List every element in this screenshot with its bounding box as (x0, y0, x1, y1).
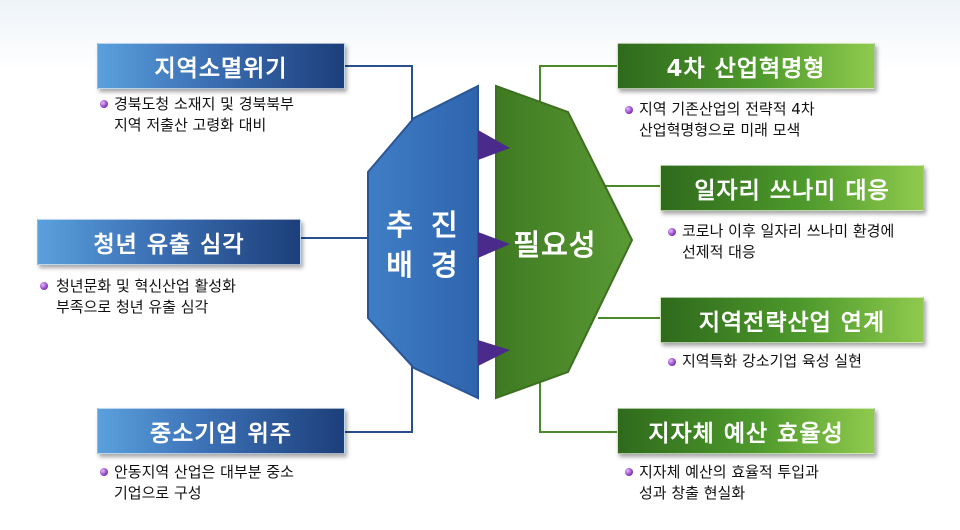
right-desc-3: 지역특화 강소기업 육성 실현 (682, 351, 862, 372)
background-hexagon (367, 84, 479, 400)
right-box-3: 지역전략산업 연계 (660, 297, 924, 343)
right-desc-4-line1: 지자체 예산의 효율적 투입과 (639, 463, 819, 481)
left-box-1: 지역소멸위기 (97, 43, 345, 89)
left-desc-2: 청년문화 및 혁신산업 활성화 부족으로 청년 유출 심각 (56, 276, 236, 318)
right-desc-1-line2: 산업혁명형으로 미래 모색 (639, 121, 801, 139)
left-desc-2-line1: 청년문화 및 혁신산업 활성화 (56, 277, 236, 295)
bullet-left-1 (100, 100, 108, 108)
left-desc-1-line2: 지역 저출산 고령화 대비 (114, 116, 267, 134)
left-desc-1: 경북도청 소재지 및 경북북부 지역 저출산 고령화 대비 (114, 94, 294, 136)
purple-triangle-1 (478, 130, 510, 160)
right-box-2: 일자리 쓰나미 대응 (660, 165, 924, 211)
purple-triangle-3 (478, 340, 510, 366)
right-desc-2-line2: 선제적 대응 (682, 243, 756, 261)
left-desc-3-line2: 기업으로 구성 (114, 484, 202, 502)
left-desc-3: 안동지역 산업은 대부분 중소 기업으로 구성 (114, 462, 294, 504)
connector-right-4 (539, 365, 620, 433)
right-desc-2: 코로나 이후 일자리 쓰나미 환경에 선제적 대응 (682, 221, 894, 263)
right-box-1: 4차 산업혁명형 (617, 43, 875, 89)
background-label-line2: 배 경 (386, 248, 462, 282)
bullet-left-3 (100, 468, 108, 476)
purple-triangle-2 (478, 232, 510, 258)
background-label: 추 진 배 경 (372, 205, 476, 285)
right-desc-4-line2: 성과 창출 현실화 (639, 484, 746, 502)
bullet-right-2 (668, 228, 676, 236)
necessity-label: 필요성 (513, 228, 597, 262)
bullet-right-4 (625, 468, 633, 476)
left-desc-3-line1: 안동지역 산업은 대부분 중소 (114, 463, 294, 481)
left-desc-2-line2: 부족으로 청년 유출 심각 (56, 298, 209, 316)
bullet-right-3 (668, 358, 676, 366)
right-desc-1: 지역 기존산업의 전략적 4차 산업혁명형으로 미래 모색 (639, 99, 815, 141)
right-desc-2-line1: 코로나 이후 일자리 쓰나미 환경에 (682, 222, 895, 240)
background-label-line1: 추 진 (386, 208, 462, 242)
bullet-left-2 (40, 282, 48, 290)
right-box-4: 지자체 예산 효율성 (617, 408, 875, 454)
left-box-3: 중소기업 위주 (97, 408, 345, 454)
connector-left-3 (345, 352, 413, 433)
right-desc-4: 지자체 예산의 효율적 투입과 성과 창출 현실화 (639, 462, 819, 504)
left-desc-1-line1: 경북도청 소재지 및 경북북부 (114, 95, 294, 113)
bullet-right-1 (625, 106, 633, 114)
left-box-2: 청년 유출 심각 (37, 219, 301, 265)
right-desc-3-line1: 지역특화 강소기업 육성 실현 (682, 352, 862, 370)
right-desc-1-line1: 지역 기존산업의 전략적 4차 (639, 100, 815, 118)
